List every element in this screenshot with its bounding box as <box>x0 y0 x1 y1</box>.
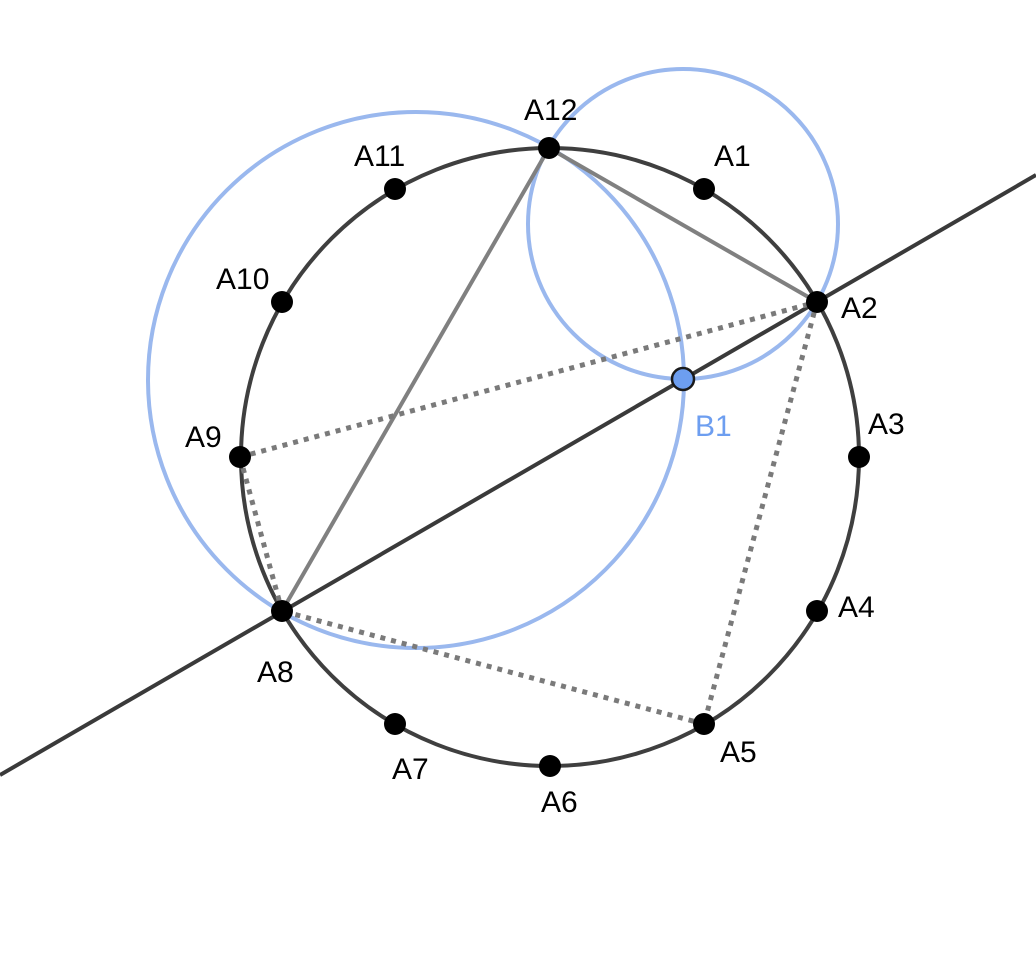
label-a4: A4 <box>838 591 875 624</box>
point-a12[interactable] <box>538 137 560 159</box>
point-a9[interactable] <box>229 446 251 468</box>
point-a1[interactable] <box>693 178 715 200</box>
dotted-quadrilateral <box>237 299 820 727</box>
segment-a8-a9 <box>237 456 285 612</box>
label-a9: A9 <box>185 421 222 454</box>
point-b1[interactable] <box>670 366 696 392</box>
point-a4[interactable] <box>806 600 828 622</box>
label-a10: A10 <box>216 263 269 296</box>
point-a3[interactable] <box>848 446 870 468</box>
point-a11[interactable] <box>384 178 406 200</box>
line-a8-a2 <box>0 173 1036 777</box>
segment-a9-a2 <box>239 299 818 460</box>
point-a8[interactable] <box>271 600 293 622</box>
point-labels: A1 A2 A3 A4 A5 A6 A7 A8 A9 A10 A11 A12 B… <box>185 94 905 819</box>
points <box>229 137 870 777</box>
label-a7: A7 <box>392 753 429 786</box>
label-a2: A2 <box>841 292 878 325</box>
point-a10[interactable] <box>271 291 293 313</box>
segment-a12-a2 <box>548 146 818 304</box>
label-a11: A11 <box>354 140 405 173</box>
label-a3: A3 <box>868 408 905 441</box>
point-a6[interactable] <box>539 755 561 777</box>
segment-a2-a5 <box>701 301 820 725</box>
label-a1: A1 <box>714 140 751 173</box>
segment-a12-a8 <box>280 147 551 612</box>
point-a5[interactable] <box>693 713 715 735</box>
point-a2[interactable] <box>806 291 828 313</box>
segment-a5-a8 <box>281 608 705 727</box>
point-a7[interactable] <box>384 713 406 735</box>
label-a6: A6 <box>541 786 578 819</box>
label-b1: B1 <box>695 410 732 443</box>
label-a8: A8 <box>257 656 294 689</box>
label-a5: A5 <box>720 736 757 769</box>
label-a12: A12 <box>524 94 577 127</box>
